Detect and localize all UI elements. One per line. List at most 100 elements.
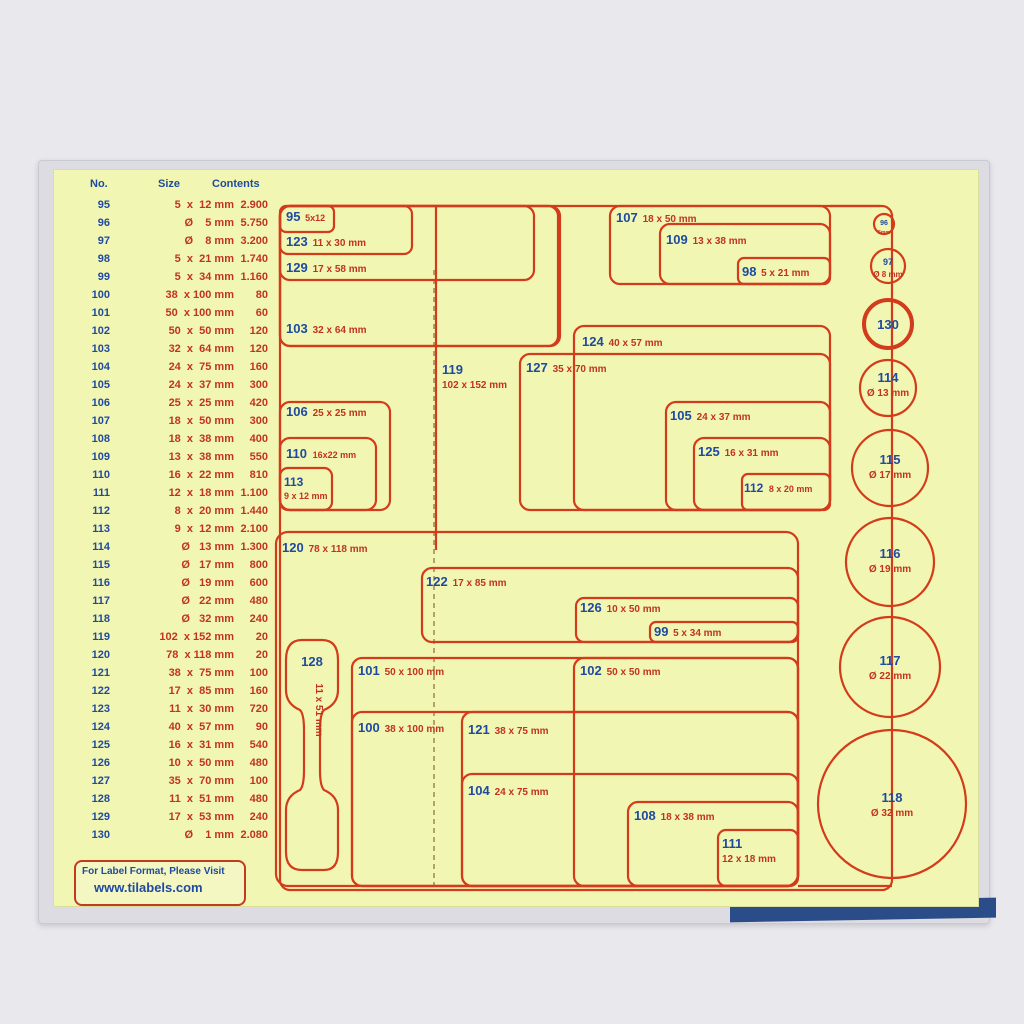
cell-size: 24 x 75 mm [168, 361, 234, 373]
label-104-number: 104 [468, 783, 490, 798]
label-105-number: 105 [670, 408, 692, 423]
label-102-size: 50 x 50 mm [607, 667, 661, 678]
cell-size: 11 x 51 mm [169, 793, 234, 805]
shape-98 [736, 256, 832, 286]
label-95-number: 95 [286, 209, 300, 224]
cell-size: 18 x 38 mm [168, 433, 234, 445]
cell-contents: 540 [249, 739, 268, 751]
cell-contents: 80 [255, 289, 268, 301]
label-128-number: 128 [301, 654, 323, 669]
cell-size: 12 x 18 mm [168, 487, 234, 499]
cell-size: 50 x 50 mm [168, 325, 234, 337]
cell-no: 121 [91, 667, 110, 679]
label-101-number: 101 [358, 663, 380, 678]
cell-contents: 1.300 [240, 541, 268, 553]
cell-no: 114 [92, 541, 110, 553]
cell-size: 78 x 118 mm [166, 649, 234, 661]
cell-size: Ø 19 mm [181, 577, 234, 589]
shape-118 [816, 728, 968, 880]
col-header-size: Size [158, 178, 181, 190]
shape-96 [872, 212, 896, 236]
cell-contents: 240 [249, 811, 268, 823]
label-113-number: 113 [284, 475, 304, 489]
label-130-number: 130 [877, 317, 899, 332]
shape-97 [869, 247, 907, 285]
cell-size: 5 x 34 mm [174, 271, 234, 283]
cell-contents: 550 [249, 451, 268, 463]
cell-no: 122 [91, 685, 110, 697]
label-111-size: 12 x 18 mm [722, 854, 776, 865]
cell-contents: 1.740 [240, 253, 268, 265]
cell-no: 110 [92, 469, 110, 481]
label-118-number: 118 [882, 790, 903, 805]
label-116-number: 116 [880, 546, 901, 561]
cell-contents: 480 [249, 757, 268, 769]
cell-size: 102 x 152 mm [159, 631, 234, 643]
label-124-size: 40 x 57 mm [609, 338, 663, 349]
label-125-number: 125 [698, 444, 720, 459]
cell-no: 118 [92, 613, 110, 625]
label-120-size: 78 x 118 mm [309, 544, 368, 555]
cell-no: 104 [91, 361, 110, 373]
col-header-contents: Contents [212, 178, 260, 190]
label-99-number: 99 [654, 624, 668, 639]
cell-size: 50 x 100 mm [165, 307, 235, 319]
label-117-size: Ø 22 mm [869, 671, 911, 682]
cell-size: 16 x 22 mm [168, 469, 234, 481]
shape-112 [740, 472, 832, 512]
cell-contents: 1.100 [240, 487, 268, 499]
label-107-number: 107 [616, 210, 638, 225]
cell-contents: 480 [249, 595, 268, 607]
label-95-size: 5x12 [305, 213, 325, 223]
cell-no: 116 [92, 577, 110, 589]
cell-contents: 100 [249, 667, 268, 679]
label-108-number: 108 [634, 808, 656, 823]
label-127-size: 35 x 70 mm [553, 364, 607, 375]
cell-no: 123 [91, 703, 110, 715]
cell-no: 128 [91, 793, 110, 805]
shape-95 [278, 204, 336, 234]
label-124-number: 124 [582, 334, 604, 349]
cell-no: 108 [91, 433, 110, 445]
cell-no: 117 [92, 595, 110, 607]
cell-size: 18 x 50 mm [168, 415, 234, 427]
cell-contents: 20 [255, 631, 268, 643]
cell-no: 119 [92, 631, 110, 643]
footer-line1: For Label Format, Please Visit [82, 866, 225, 877]
label-115-number: 115 [880, 452, 901, 467]
cell-size: Ø 22 mm [181, 595, 234, 607]
cell-size: 5 x 21 mm [174, 253, 234, 265]
label-110-number: 110 [286, 446, 307, 461]
label-101-size: 50 x 100 mm [385, 667, 445, 678]
cell-no: 109 [91, 451, 110, 463]
cell-contents: 1.160 [240, 271, 268, 283]
table-row: 117 Ø 22 mm 480 [54, 592, 278, 610]
cell-size: 17 x 53 mm [168, 811, 234, 823]
cell-no: 130 [91, 829, 110, 841]
cell-size: Ø 8 mm [184, 235, 234, 247]
cell-size: 17 x 85 mm [168, 685, 234, 697]
cell-no: 125 [91, 739, 110, 751]
table-row: 119 102 x 152 mm 20 [54, 628, 278, 646]
label-126-number: 126 [580, 600, 602, 615]
label-116-size: Ø 19 mm [869, 564, 911, 575]
cell-contents: 420 [249, 397, 268, 409]
cell-contents: 480 [249, 793, 268, 805]
label-113-size: 9 x 12 mm [284, 491, 328, 501]
cell-size: 35 x 70 mm [168, 775, 234, 787]
